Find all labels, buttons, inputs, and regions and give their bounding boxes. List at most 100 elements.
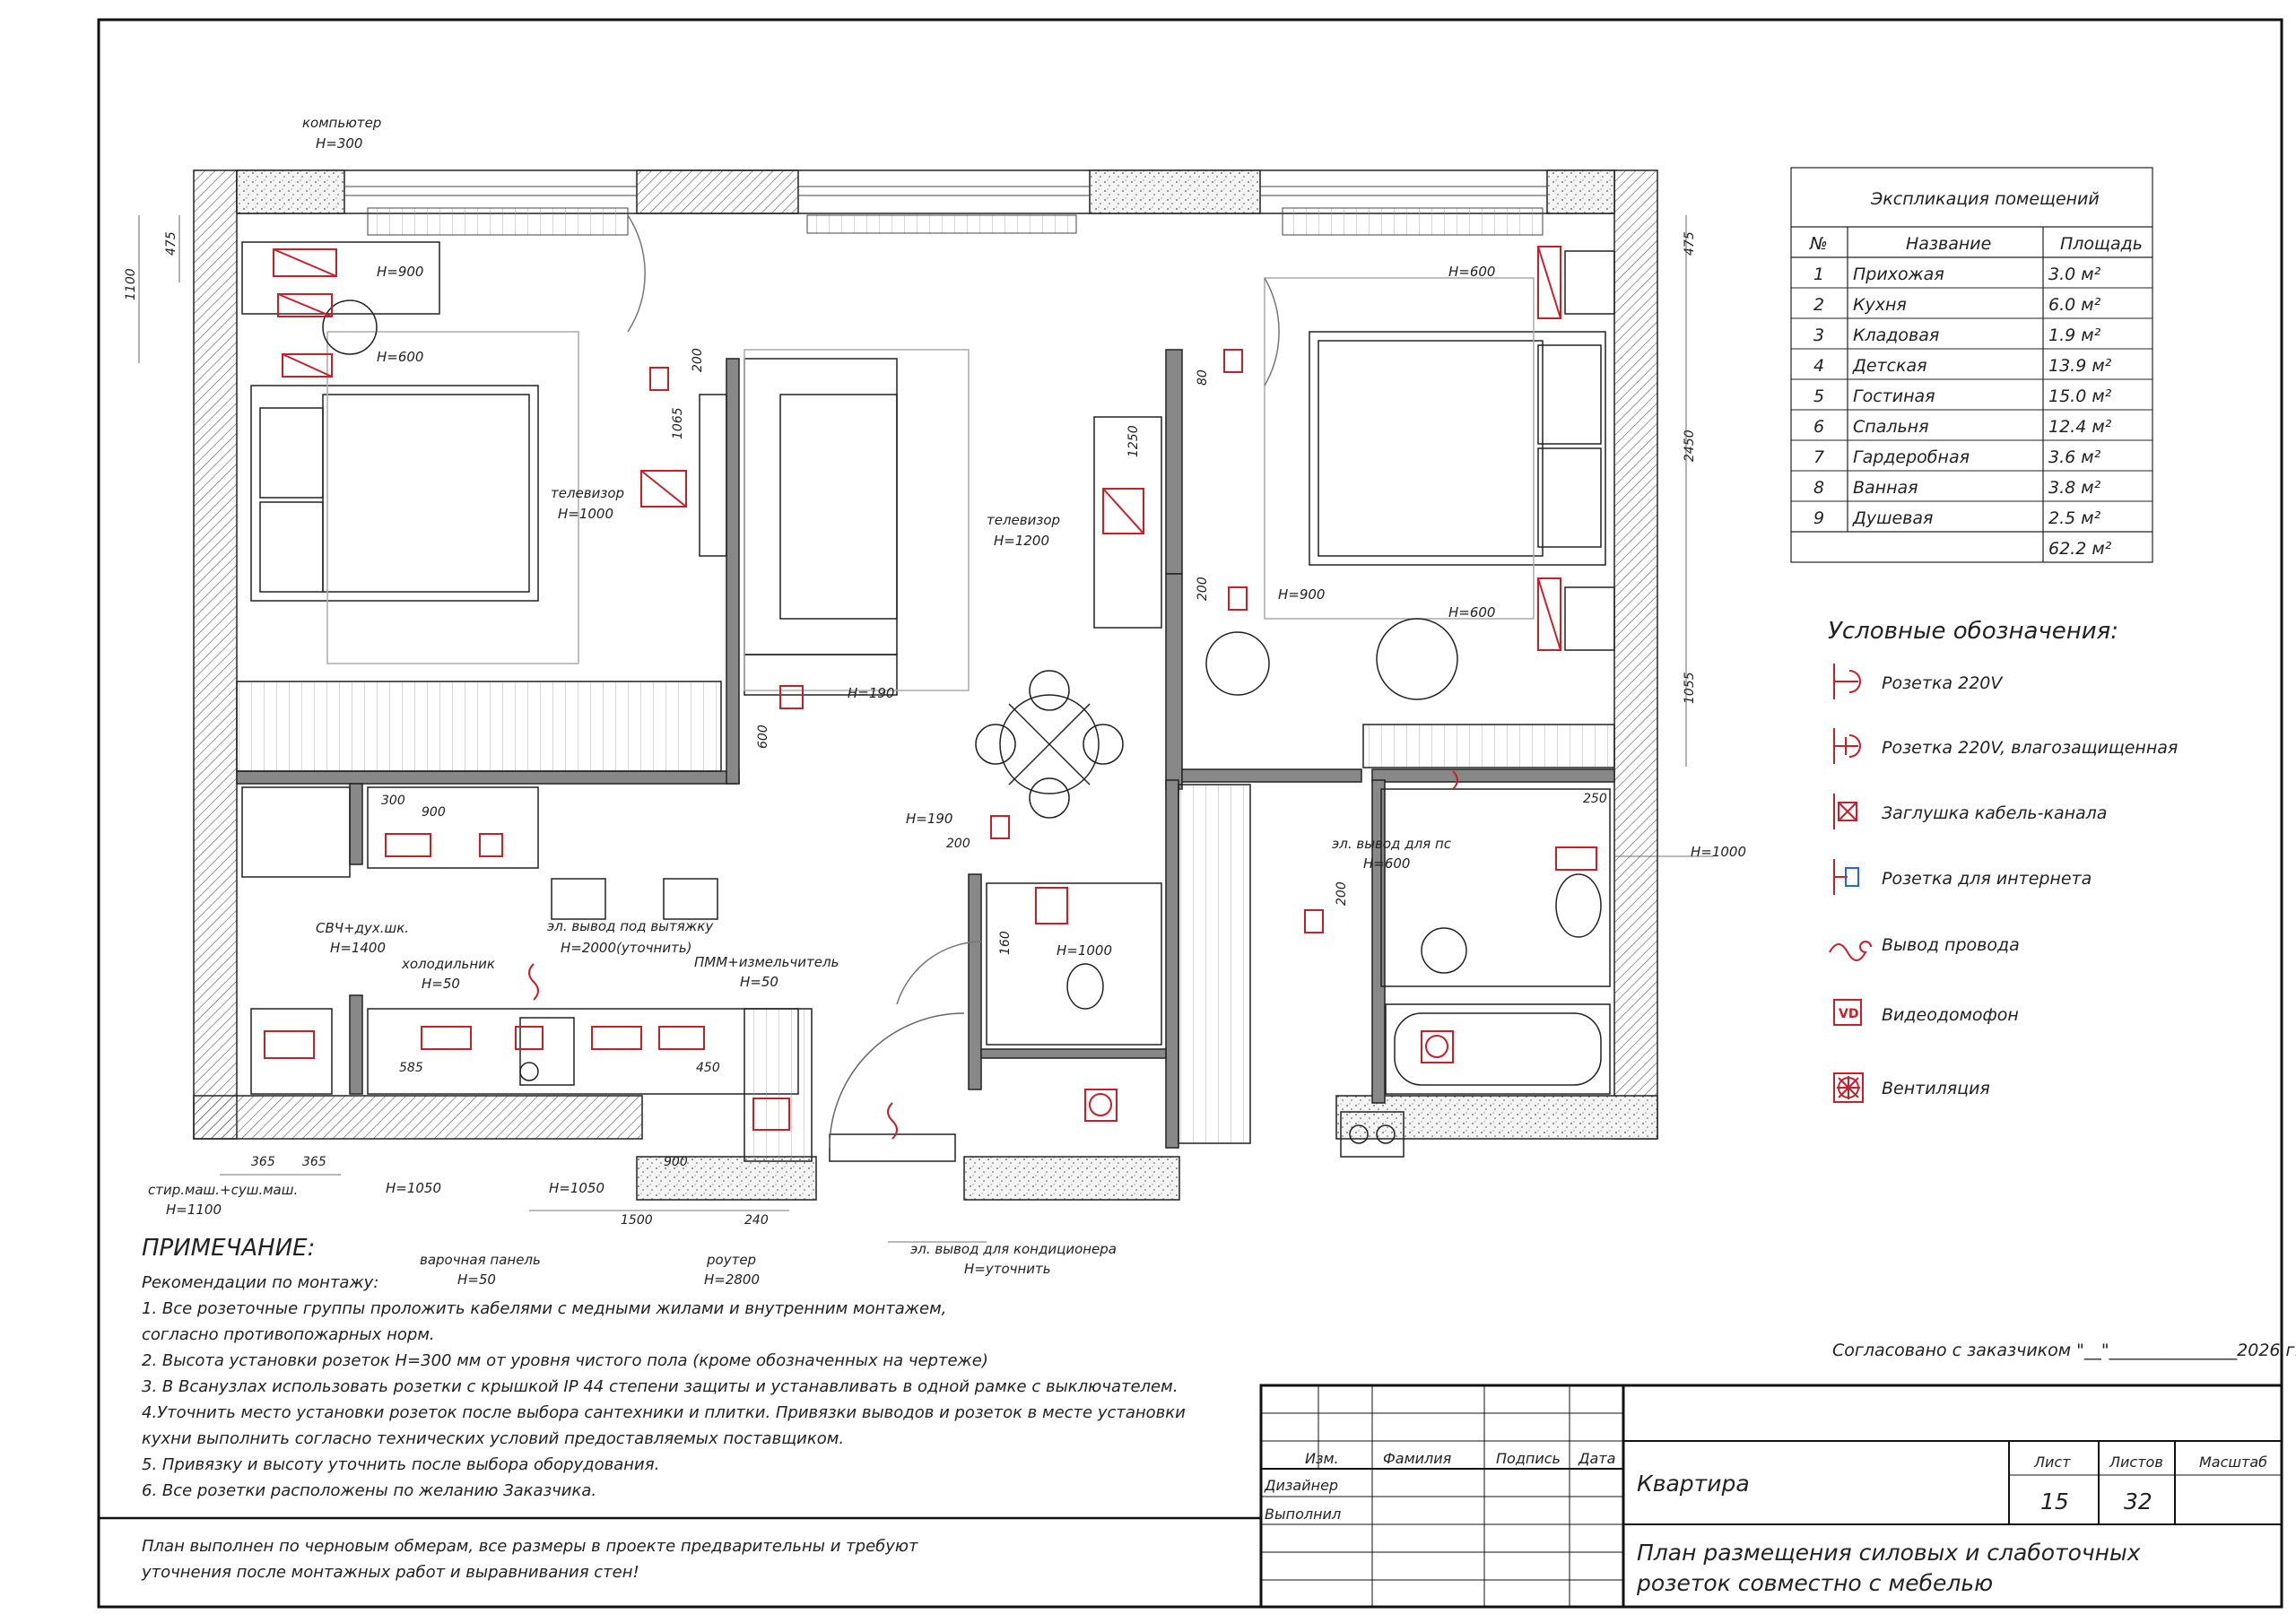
explication-row-num: 3: [1813, 325, 1824, 345]
dining-chair-k2: [663, 878, 718, 920]
legend-label: Вентиляция: [1882, 1079, 1990, 1098]
exterior-wall-top: [236, 169, 1615, 214]
ventilation-icon: [1833, 1072, 1864, 1103]
label-h1050-b: H=1050: [549, 1180, 604, 1196]
bathtub: [1385, 1003, 1611, 1095]
wardrobe-room: [1178, 784, 1251, 1144]
partition-children-kitchen: [236, 770, 740, 785]
label-h190-b: H=190: [906, 811, 952, 827]
dimension-lines: [138, 215, 1713, 1243]
notes: ПРИМЕЧАНИЕ: Рекомендации по монтажу: 1. …: [142, 1235, 1186, 1500]
explication-row-num: 8: [1813, 478, 1824, 498]
label-computer: компьютер: [302, 115, 381, 131]
bed-children: [250, 385, 539, 602]
dim-475-right: 475: [1683, 231, 1697, 256]
legend-label: Видеодомофон: [1882, 1005, 2019, 1025]
footer-line-2: уточнения после монтажных работ и выравн…: [141, 1563, 639, 1582]
door-bedroom: [1264, 277, 1280, 386]
round-table-bedroom: [1205, 631, 1270, 696]
dim-365-a: 365: [251, 1155, 275, 1169]
socket-washer: [264, 1030, 315, 1059]
explication-row-name: Душевая: [1852, 508, 1933, 528]
stamp-familia: Фамилия: [1383, 1450, 1452, 1467]
label-pc-out-h: H=600: [1363, 855, 1410, 872]
socket-router: [752, 1098, 790, 1131]
explication-total: 62.2 м²: [2048, 539, 2112, 559]
explication-row-num: 7: [1813, 447, 1824, 467]
tv-stand-living: [1093, 416, 1162, 629]
sheet-border: [97, 18, 2283, 1609]
partition-wardrobe: [1181, 768, 1362, 783]
legend-label: Заглушка кабель-канала: [1882, 803, 2107, 823]
washing-machines: [1340, 1111, 1405, 1158]
column-top-2: [636, 169, 799, 214]
cable-channel-cap-icon: [1833, 794, 1857, 829]
stamp-list-label: Лист: [2033, 1454, 2071, 1471]
plan-labels: компьютер H=300 H=900 H=600 телевизор H=…: [148, 115, 1746, 1288]
explication-row-name: Ванная: [1853, 478, 1918, 498]
ventilation-wc: [1084, 1089, 1118, 1122]
bed-bedroom: [1309, 331, 1606, 566]
partition-bedroom-living-2: [1165, 573, 1183, 790]
socket-bedroom-bottom: [1537, 577, 1561, 651]
explication-row-num: 6: [1813, 417, 1824, 437]
fridge-cabinet: [367, 786, 539, 869]
socket-sofa: [779, 685, 804, 709]
approval-line: Согласовано с заказчиком "__"___________…: [1832, 1341, 2296, 1360]
internet-socket-icon: [1833, 859, 1859, 895]
stamp-project: Квартира: [1637, 1471, 1750, 1497]
label-hood-h: H=2000(уточнить): [561, 940, 692, 956]
explication-row-num: 1: [1813, 265, 1824, 284]
label-h1000-b: H=1000: [1691, 844, 1746, 860]
nightstand-bottom: [1564, 586, 1615, 651]
label-hob-h: H=50: [457, 1271, 496, 1288]
shower-basin: [1555, 873, 1602, 938]
stamp-podpis: Подпись: [1496, 1450, 1561, 1467]
label-h600-b: H=600: [1448, 264, 1495, 280]
explication-row-area: 2.5 м²: [2048, 508, 2101, 528]
socket-group-bed-child: [282, 353, 333, 378]
dim-1500: 1500: [621, 1213, 653, 1228]
explication-row-name: Прихожая: [1853, 265, 1944, 284]
label-h900-a: H=900: [377, 264, 423, 280]
label-h600-a: H=600: [377, 349, 423, 365]
toilet-wc: [1066, 963, 1104, 1010]
legend-title: Условные обозначения:: [1828, 618, 2118, 645]
dim-80: 80: [1196, 369, 1210, 386]
dim-300: 300: [381, 794, 405, 808]
legend-label: Розетка 220V: [1882, 673, 2004, 693]
socket-wardrobe: [1304, 909, 1324, 933]
explication-row-area: 3.0 м²: [2048, 265, 2101, 284]
socket-kitchen-fridge: [385, 833, 431, 857]
legend: Условные обозначения: Розетка 220V Розет…: [1828, 618, 2178, 1103]
stamp-title-line-2: розеток совместно с мебелью: [1636, 1570, 1993, 1596]
column-top-4: [1546, 169, 1615, 214]
notes-line: 3. В Всанузлах использовать розетки с кр…: [142, 1377, 1178, 1396]
notes-line: 6. Все розетки расположены по желанию За…: [142, 1481, 596, 1500]
wire-outlet-icon: [1829, 941, 1872, 961]
socket-shower: [1555, 846, 1597, 871]
label-router-h: H=2800: [704, 1271, 760, 1288]
label-h190-a: H=190: [848, 685, 894, 701]
label-hob: варочная панель: [420, 1252, 541, 1268]
washer-cabinet: [250, 1008, 333, 1095]
label-computer-h: H=300: [316, 135, 362, 152]
explication-header-name: Название: [1906, 234, 1991, 254]
socket-counter-4: [658, 1026, 705, 1050]
label-h1000-a: H=1000: [1057, 942, 1112, 959]
stamp-list: 15: [2040, 1488, 2069, 1515]
dining-chair-k1: [551, 878, 606, 920]
exterior-wall-left: [193, 169, 238, 1140]
label-ac: эл. вывод для кондиционера: [910, 1241, 1117, 1257]
legend-label: Розетка 220V, влагозащищенная: [1882, 738, 2178, 758]
shower-room: [1380, 788, 1611, 987]
partition-children-living: [726, 358, 740, 785]
stamp-data: Дата: [1578, 1450, 1615, 1467]
dim-900-a: 900: [422, 805, 446, 820]
dim-1065: 1065: [671, 407, 685, 439]
notes-line: кухни выполнить согласно технических усл…: [142, 1429, 844, 1448]
exterior-wall-bottom-mid2: [963, 1156, 1180, 1201]
dim-450: 450: [696, 1061, 720, 1075]
dim-1250: 1250: [1126, 425, 1141, 457]
rug-bedroom: [1264, 277, 1535, 620]
